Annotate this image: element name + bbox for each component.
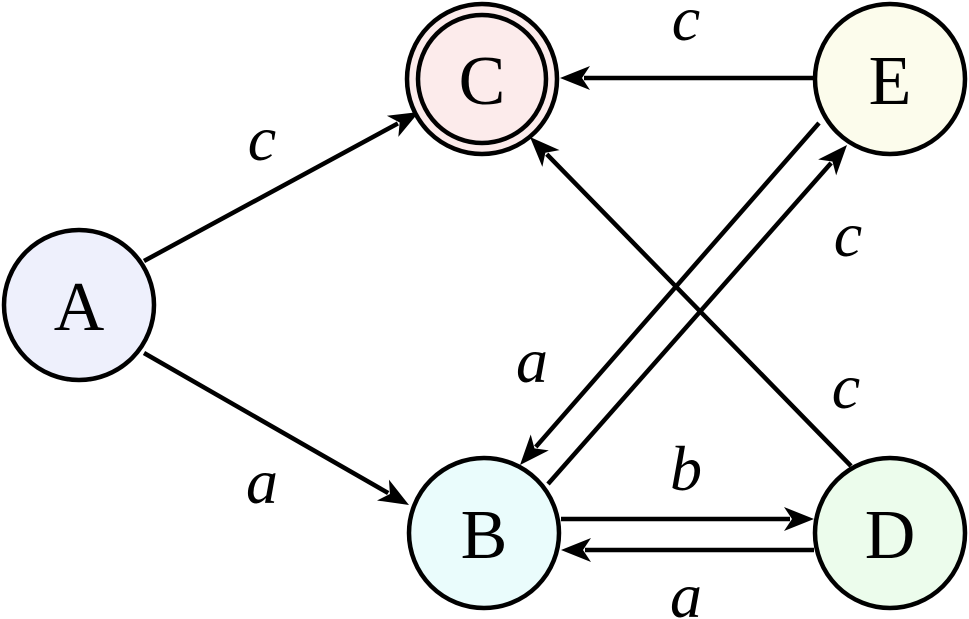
arrowhead [784,507,814,531]
edge-E-C [560,66,813,90]
node-circle [404,1,560,157]
node-A: A [1,227,157,383]
edge-label-D-B: a [670,560,702,619]
node-circle [812,455,968,611]
arrowhead [530,137,560,167]
arrowhead [560,66,590,90]
node-circle [1,227,157,383]
arrowhead [520,434,549,465]
edge-B-E [546,145,847,486]
node-label-A: A [54,269,105,346]
edge-label-E-C: c [672,0,700,54]
node-B: B [406,455,562,611]
node-E: E [812,1,968,157]
edges-layer [142,66,853,562]
edge-label-B-E: c [834,199,862,270]
arrowhead [818,145,847,176]
node-label-E: E [869,43,912,120]
edge-A-B [142,351,409,505]
edge-line [545,152,853,468]
edge-label-E-B: a [516,325,548,396]
arrowhead [377,479,409,505]
edge-label-B-D: b [670,433,702,504]
accepting-ring [415,12,549,146]
arrowhead [561,538,591,562]
node-label-C: C [459,43,506,120]
edge-label-A-B: a [246,446,278,517]
edge-label-A-C: c [248,103,276,174]
node-label-D: D [865,497,916,574]
edge-line [142,121,399,263]
edge-line [546,161,833,486]
node-circle [406,455,562,611]
edge-A-C [142,112,419,263]
edge-B-D [561,507,814,531]
node-C: C [404,1,560,157]
edge-D-B [561,538,814,562]
edge-label-D-C: c [832,351,860,422]
node-D: D [812,455,968,611]
node-label-B: B [461,497,508,574]
node-circle [812,1,968,157]
edge-D-C [530,137,853,468]
arrowhead [386,112,419,137]
edge-line [142,351,390,496]
